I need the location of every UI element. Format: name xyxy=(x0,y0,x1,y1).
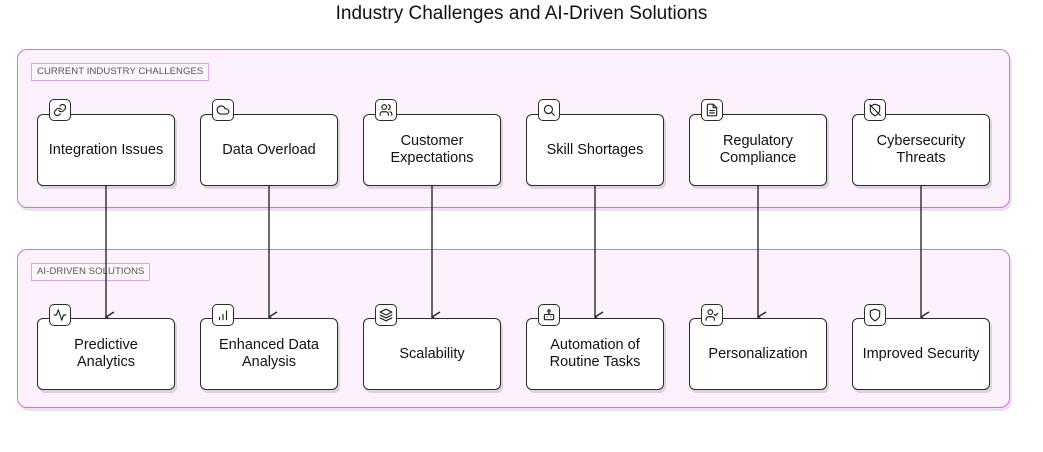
solution-node-predictive-analytics: Predictive Analytics xyxy=(37,318,175,390)
users-icon xyxy=(375,99,397,121)
solution-node-scalability: Scalability xyxy=(363,318,501,390)
layers-icon xyxy=(375,304,397,326)
shield-icon xyxy=(864,304,886,326)
challenge-node-regulatory-compliance: Regulatory Compliance xyxy=(689,114,827,186)
link-icon xyxy=(49,99,71,121)
challenge-node-data-overload: Data Overload xyxy=(200,114,338,186)
file-text-icon xyxy=(701,99,723,121)
challenge-node-integration-issues: Integration Issues xyxy=(37,114,175,186)
solution-node-automation-of-routine-tasks: Automation of Routine Tasks xyxy=(526,318,664,390)
solution-node-enhanced-data-analysis: Enhanced Data Analysis xyxy=(200,318,338,390)
solution-node-improved-security: Improved Security xyxy=(852,318,990,390)
challenge-node-customer-expectations: Customer Expectations xyxy=(363,114,501,186)
user-check-icon xyxy=(701,304,723,326)
shield-off-icon xyxy=(864,99,886,121)
challenge-node-skill-shortages: Skill Shortages xyxy=(526,114,664,186)
cloud-icon xyxy=(212,99,234,121)
search-icon xyxy=(538,99,560,121)
robot-icon xyxy=(538,304,560,326)
challenge-node-cybersecurity-threats: Cybersecurity Threats xyxy=(852,114,990,186)
diagram-title: Industry Challenges and AI-Driven Soluti… xyxy=(335,3,708,24)
solutions-group-label: AI-DRIVEN SOLUTIONS xyxy=(31,263,151,281)
activity-icon xyxy=(49,304,71,326)
challenges-group-label: CURRENT INDUSTRY CHALLENGES xyxy=(31,63,210,81)
challenges-group: CURRENT INDUSTRY CHALLENGES xyxy=(17,49,1010,208)
solutions-group: AI-DRIVEN SOLUTIONS xyxy=(17,249,1010,408)
solution-node-personalization: Personalization xyxy=(689,318,827,390)
bar-chart-icon xyxy=(212,304,234,326)
